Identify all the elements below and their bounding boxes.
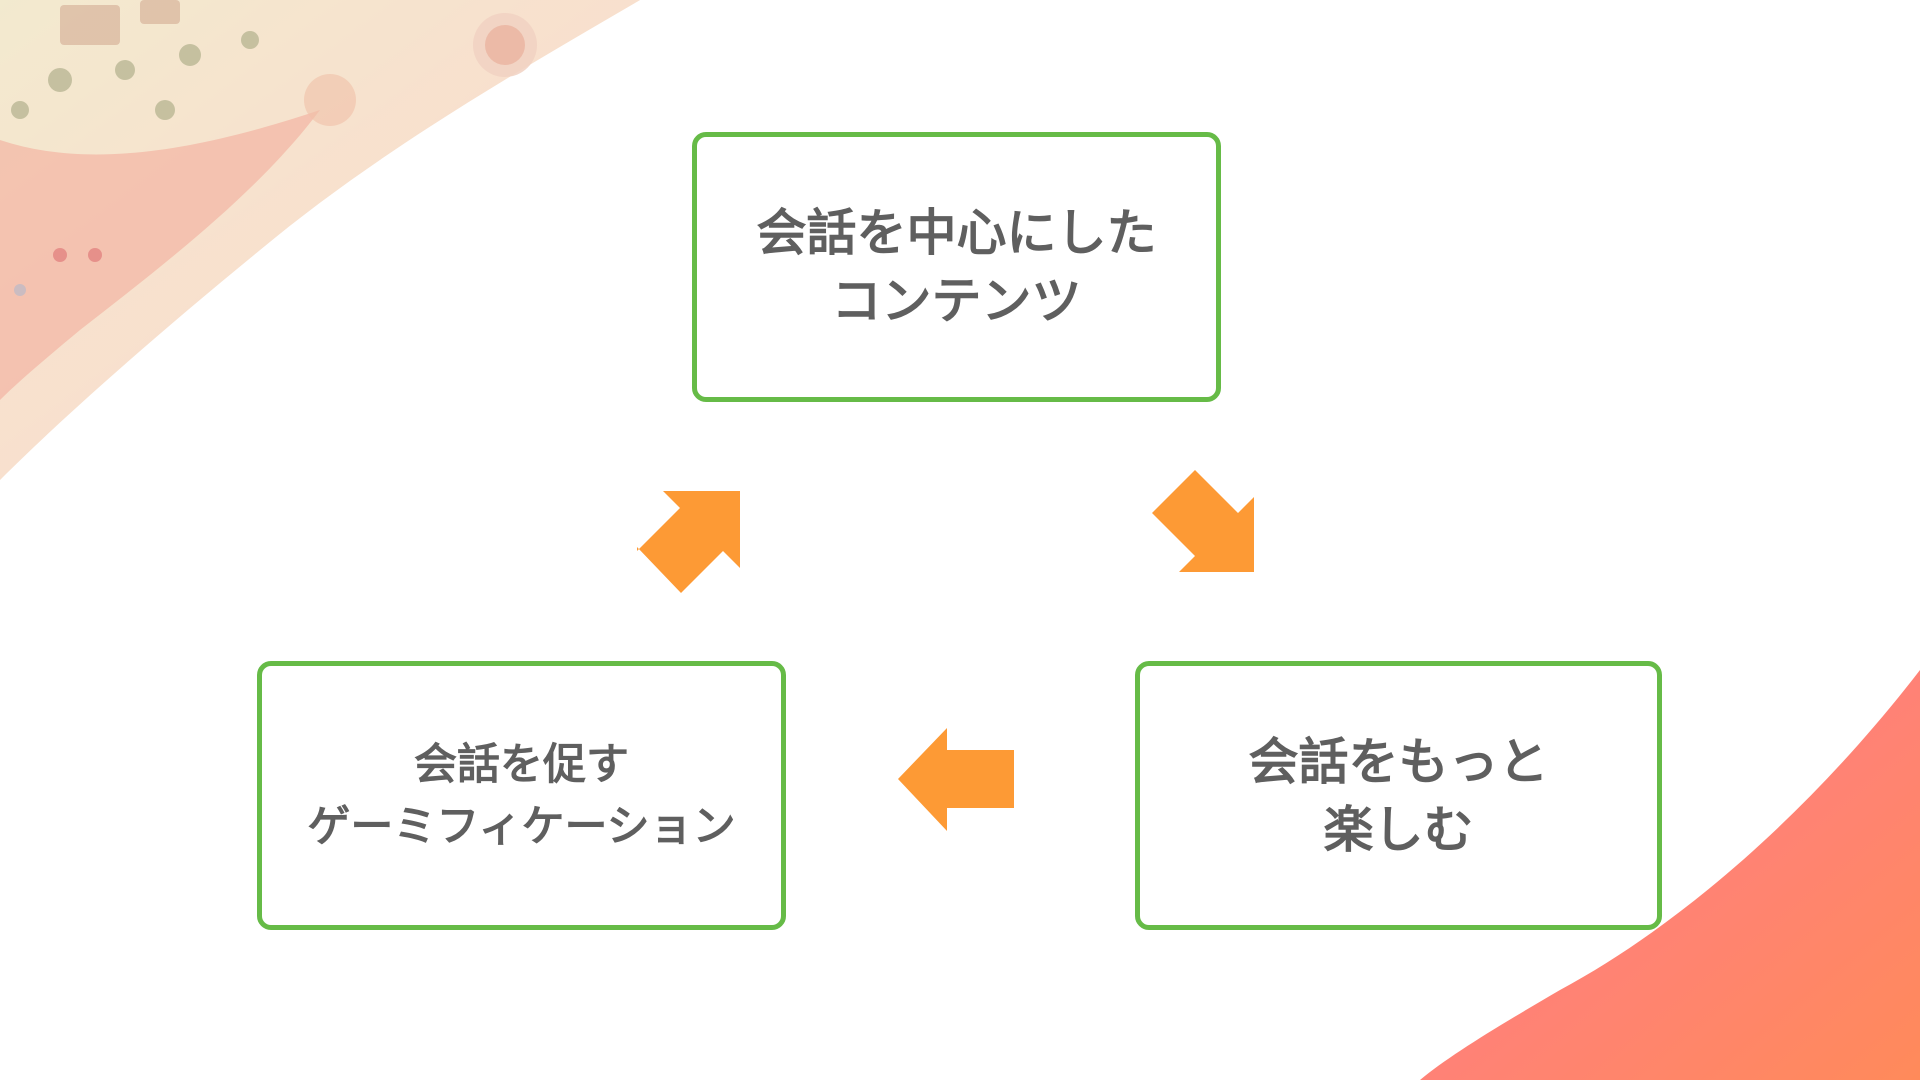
arrow-top-to-right bbox=[1148, 470, 1254, 572]
node-gamification: 会話を促す ゲーミフィケーション bbox=[257, 661, 786, 930]
accent-swoosh bbox=[1420, 670, 1920, 1080]
node-conversation-content: 会話を中心にした コンテンツ bbox=[692, 132, 1221, 402]
node-label-line: ゲーミフィケーション bbox=[307, 801, 736, 852]
arrow-left-to-top bbox=[637, 491, 740, 593]
node-enjoy-conversation: 会話をもっと 楽しむ bbox=[1135, 661, 1662, 930]
node-label-line: 会話を促す bbox=[414, 739, 629, 790]
node-label-line: 会話を中心にした bbox=[756, 204, 1157, 262]
arrow-right-to-left bbox=[898, 728, 1014, 831]
node-label-line: 会話をもっと bbox=[1248, 732, 1549, 791]
node-label-line: コンテンツ bbox=[831, 272, 1082, 330]
node-label-line: 楽しむ bbox=[1323, 800, 1474, 859]
faded-game-image bbox=[0, 0, 640, 480]
